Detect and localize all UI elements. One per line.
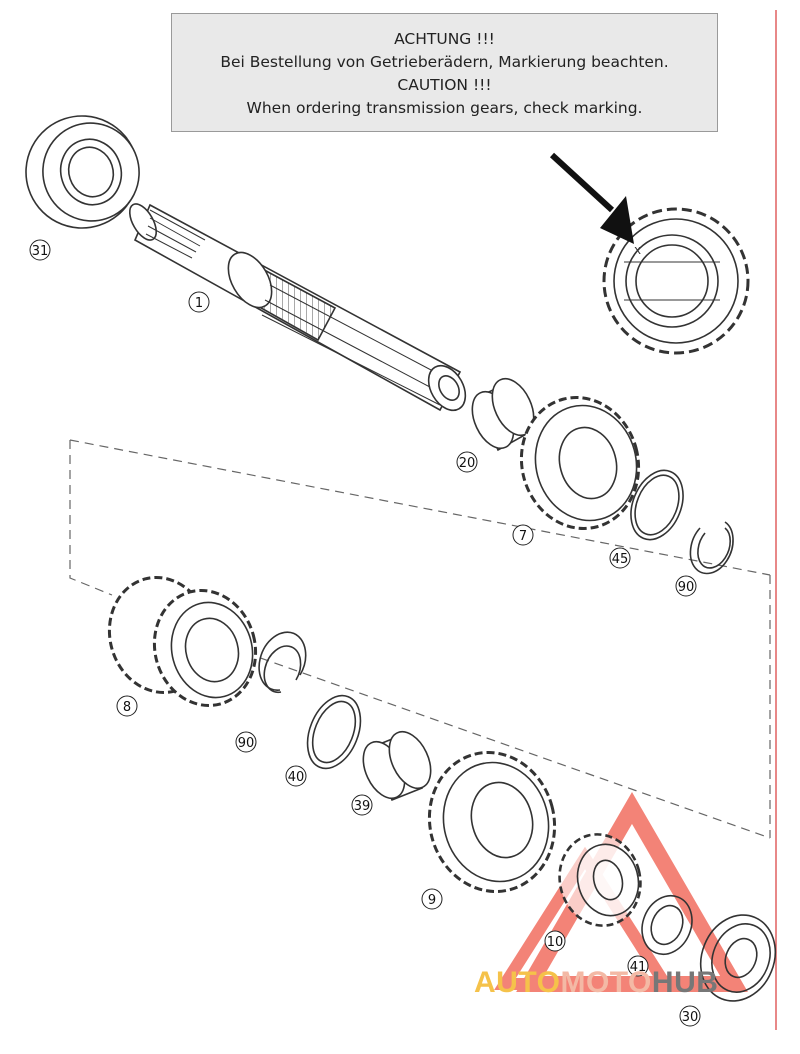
notice-text-de: Bei Bestellung von Getrieberädern, Marki… xyxy=(220,53,669,71)
svg-text:45: 45 xyxy=(612,552,629,567)
callout-90-upper: 90 xyxy=(675,575,697,597)
circlip-90-upper xyxy=(689,521,734,575)
logo-part-auto: AUTO xyxy=(474,966,561,999)
svg-text:90: 90 xyxy=(678,580,695,595)
svg-text:10: 10 xyxy=(547,935,564,950)
svg-text:20: 20 xyxy=(459,456,476,471)
gear-7 xyxy=(519,396,641,530)
callout-7: 7 xyxy=(512,524,534,546)
callout-1: 1 xyxy=(188,291,210,313)
marked-gear xyxy=(602,207,750,355)
logo-part-moto: MOTO xyxy=(560,966,652,999)
svg-text:39: 39 xyxy=(354,799,371,814)
svg-text:x: x xyxy=(634,243,641,257)
bearing-30 xyxy=(699,914,777,1002)
svg-text:31: 31 xyxy=(32,244,49,259)
gear-9 xyxy=(427,751,557,893)
notice-heading-de: ACHTUNG !!! xyxy=(394,30,495,48)
svg-text:40: 40 xyxy=(288,770,305,785)
notice-text-en: When ordering transmission gears, check … xyxy=(246,99,643,117)
bushing-39 xyxy=(362,730,432,802)
notice-heading-en: CAUTION !!! xyxy=(397,76,492,94)
svg-text:1: 1 xyxy=(195,296,203,311)
callout-40: 40 xyxy=(285,765,307,787)
logo-part-hub: HUB xyxy=(651,966,719,999)
callout-41: 41 xyxy=(627,955,649,977)
callout-39: 39 xyxy=(351,794,373,816)
callout-30: 30 xyxy=(679,1005,701,1027)
callout-labels: 31 1 20 7 45 90 8 90 40 39 9 10 41 30 xyxy=(29,239,701,1027)
bushing-20 xyxy=(471,377,535,452)
callout-9: 9 xyxy=(421,888,443,910)
callout-90-lower: 90 xyxy=(235,731,257,753)
marking-arrow: x xyxy=(549,152,641,257)
circlip-90-lower xyxy=(258,631,307,694)
callout-45: 45 xyxy=(609,547,631,569)
caution-notice: ACHTUNG !!! Bei Bestellung von Getrieber… xyxy=(171,13,718,132)
washer-40 xyxy=(306,694,362,770)
watermark-logo: AUTOMOTOHUB xyxy=(474,966,718,1000)
gear-8 xyxy=(107,576,258,707)
svg-text:90: 90 xyxy=(238,736,255,751)
svg-text:9: 9 xyxy=(428,893,436,908)
svg-text:7: 7 xyxy=(519,529,527,544)
washer-41 xyxy=(641,894,693,956)
callout-31: 31 xyxy=(29,239,51,261)
gear-10 xyxy=(558,833,642,927)
callout-20: 20 xyxy=(456,451,478,473)
washer-45 xyxy=(630,469,684,541)
main-shaft-1 xyxy=(128,203,467,412)
svg-text:8: 8 xyxy=(123,700,131,715)
svg-text:41: 41 xyxy=(630,960,647,975)
svg-text:30: 30 xyxy=(682,1010,699,1025)
bearing-31 xyxy=(25,115,140,229)
assembly-dashed-outline xyxy=(69,439,771,839)
callout-8: 8 xyxy=(116,695,138,717)
callout-10: 10 xyxy=(544,930,566,952)
